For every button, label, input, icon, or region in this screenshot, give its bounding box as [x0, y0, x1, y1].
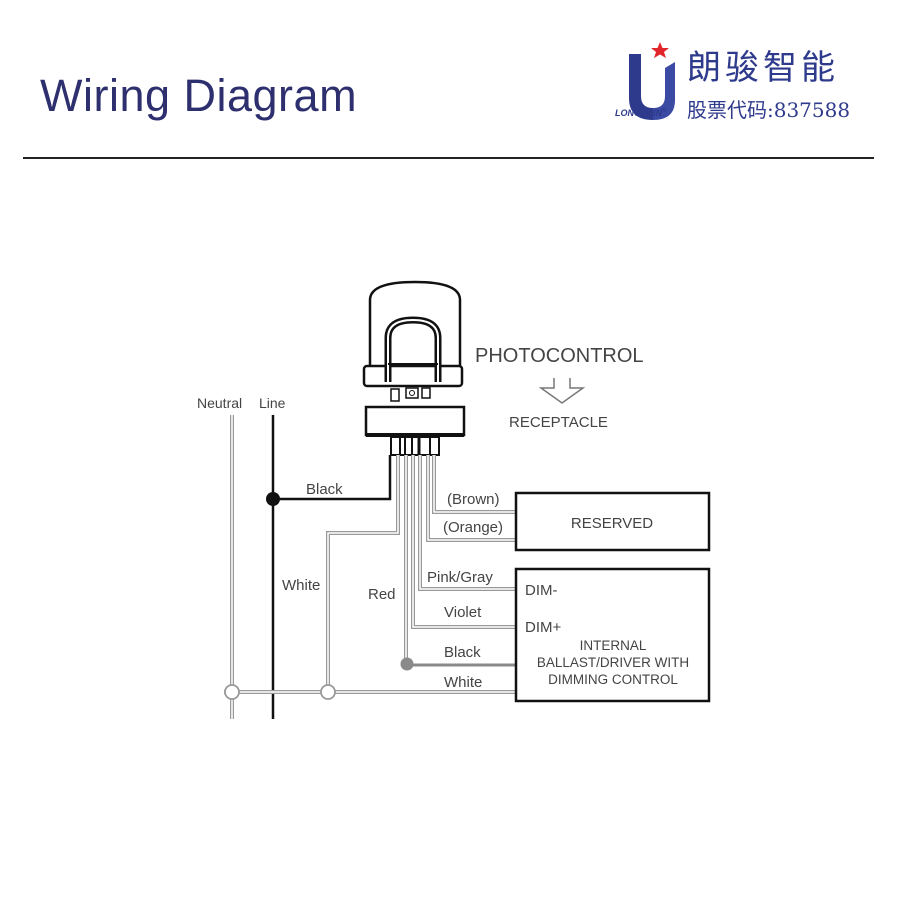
photocontrol-label: PHOTOCONTROL — [475, 345, 644, 367]
red-wire-label: Red — [368, 586, 396, 603]
pink-gray-wire-label: Pink/Gray — [427, 569, 493, 586]
dim-minus-label: DIM- — [525, 582, 558, 599]
neutral-label: Neutral — [197, 395, 242, 411]
brown-wire-label: (Brown) — [447, 491, 500, 508]
longjoin-u-logo-icon — [629, 42, 675, 120]
neutral-junction-circle — [224, 684, 240, 700]
registered-mark: ® — [662, 108, 667, 114]
red-black-junction-dot — [400, 657, 414, 671]
driver-box — [514, 567, 711, 703]
black-load-wire-label: Black — [444, 644, 481, 661]
black-line-wire — [273, 455, 392, 501]
brand-name-cn: 朗骏智能 — [687, 48, 839, 88]
reserved-label: RESERVED — [571, 515, 653, 532]
receptacle-label: RECEPTACLE — [509, 414, 608, 431]
brand-name-en: LONGJOIN® — [615, 108, 666, 118]
driver-label-line3: DIMMING CONTROL — [548, 672, 678, 687]
driver-label-line2: BALLAST/DRIVER WITH — [537, 655, 689, 670]
photocontrol-device — [362, 280, 464, 402]
page-title: Wiring Diagram — [40, 70, 358, 121]
down-arrow-icon — [538, 378, 586, 404]
dim-plus-label: DIM+ — [525, 619, 561, 636]
white-load-wire-label: White — [444, 674, 482, 691]
receptacle-device — [364, 405, 466, 456]
reserved-box — [514, 491, 711, 552]
orange-wire-label: (Orange) — [443, 519, 503, 536]
stock-code: 股票代码:837588 — [687, 98, 851, 122]
red-star-icon — [651, 42, 669, 58]
line-label: Line — [259, 395, 286, 411]
black-line-wire-label: Black — [306, 481, 343, 498]
violet-wire-label: Violet — [444, 604, 482, 621]
company-logo: 朗骏智能 股票代码:837588 LONGJOIN® — [615, 38, 865, 128]
header-divider — [23, 157, 874, 159]
white-wire-label: White — [282, 577, 320, 594]
brand-name-en-text: LONGJOIN — [615, 108, 663, 118]
white-junction-circle — [320, 684, 336, 700]
line-junction-dot — [266, 492, 280, 506]
driver-label-line1: INTERNAL — [580, 638, 647, 653]
gray-wires — [224, 455, 516, 694]
